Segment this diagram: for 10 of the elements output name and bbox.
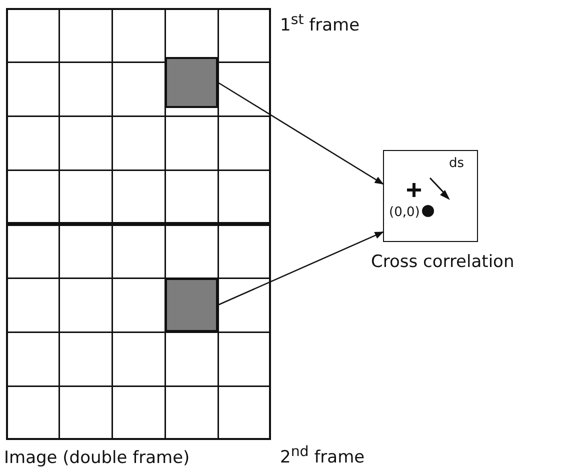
frame-label: 1$^{st}$ frame — [280, 11, 360, 36]
result-caption: Cross correlation — [371, 252, 514, 272]
origin-label: (0,0) — [389, 204, 420, 222]
shaded-cell — [165, 278, 218, 332]
displacement-label: ds — [449, 155, 464, 173]
frame-label: 2$^{nd}$ frame — [280, 443, 365, 468]
shaded-cell — [165, 57, 218, 108]
arrow — [218, 82, 384, 185]
image-caption: Image (double frame) — [4, 448, 190, 468]
arrow — [218, 231, 384, 306]
